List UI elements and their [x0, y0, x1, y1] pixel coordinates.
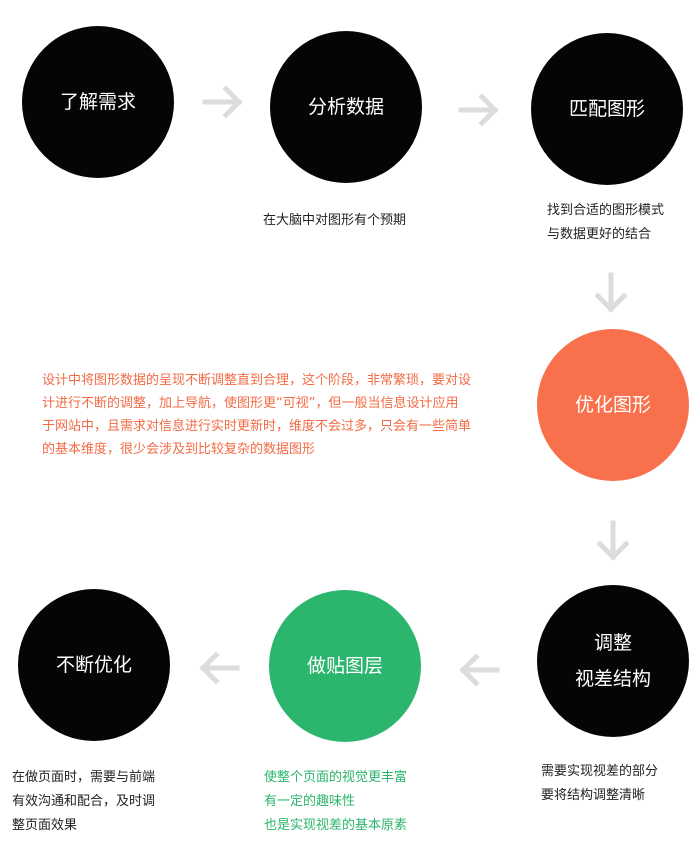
step-iterate-circle: 不断优化 [18, 589, 170, 741]
arrow-left-icon [456, 648, 500, 692]
step-adjust-line1: 调整 [593, 632, 632, 654]
step-understand-circle: 了解需求 [22, 26, 174, 178]
note-adjust-line: 需要实现视差的部分 [541, 764, 659, 779]
note-analyze: 在大脑中对图形有个预期 [263, 209, 406, 233]
step-adjust-line2: 视差结构 [574, 668, 651, 690]
arrow-left-icon [196, 646, 240, 690]
arrow-right-icon [202, 80, 246, 124]
note-match-line: 找到合适的图形模式 [547, 203, 665, 218]
note-iterate-line: 在做页面时，需要与前端 [12, 770, 156, 785]
note-optimize: 设计中将图形数据的呈现不断调整直到合理，这个阶段，非常繁琐，要对设 计进行不断的… [42, 369, 471, 461]
note-optimize-line: 设计中将图形数据的呈现不断调整直到合理，这个阶段，非常繁琐，要对设 [42, 373, 472, 388]
step-analyze-label: 分析数据 [307, 96, 384, 118]
note-match: 找到合适的图形模式 与数据更好的结合 [547, 199, 664, 247]
step-analyze-circle: 分析数据 [270, 31, 422, 183]
note-adjust-line: 要将结构调整清晰 [541, 788, 646, 803]
note-iterate-line: 有效沟通和配合，及时调 [12, 794, 156, 809]
note-optimize-line: 的基本维度，很少会涉及到比较复杂的数据图形 [42, 442, 316, 457]
step-layers-label: 做贴图层 [306, 655, 383, 677]
note-match-line: 与数据更好的结合 [547, 227, 652, 242]
note-optimize-line: 于网站中，且需求对信息进行实时更新时，维度不会过多，只会有一些简单 [42, 419, 472, 434]
step-optimize-circle: 优化图形 [537, 329, 689, 481]
step-optimize-label: 优化图形 [574, 394, 651, 416]
note-layers-line: 也是实现视差的基本原素 [264, 818, 408, 833]
step-iterate-label: 不断优化 [55, 654, 132, 676]
step-adjust-circle: 调整 视差结构 [537, 585, 689, 737]
note-iterate: 在做页面时，需要与前端 有效沟通和配合，及时调 整页面效果 [12, 766, 155, 838]
note-optimize-line: 计进行不断的调整，加上导航，使图形更“可视”，但一般当信息设计应用 [42, 396, 459, 411]
arrow-down-icon [591, 520, 635, 564]
note-adjust: 需要实现视差的部分 要将结构调整清晰 [541, 760, 658, 808]
step-understand-label: 了解需求 [59, 91, 136, 113]
arrow-down-icon [589, 272, 633, 316]
arrow-right-icon [458, 88, 502, 132]
step-match-label: 匹配图形 [568, 98, 645, 120]
note-iterate-line: 整页面效果 [12, 818, 78, 833]
step-match-circle: 匹配图形 [531, 33, 683, 185]
step-layers-circle: 做贴图层 [269, 590, 421, 742]
note-layers-line: 有一定的趣味性 [264, 794, 356, 809]
note-analyze-line: 在大脑中对图形有个预期 [263, 213, 407, 228]
note-layers: 使整个页面的视觉更丰富 有一定的趣味性 也是实现视差的基本原素 [264, 766, 407, 838]
note-layers-line: 使整个页面的视觉更丰富 [264, 770, 408, 785]
